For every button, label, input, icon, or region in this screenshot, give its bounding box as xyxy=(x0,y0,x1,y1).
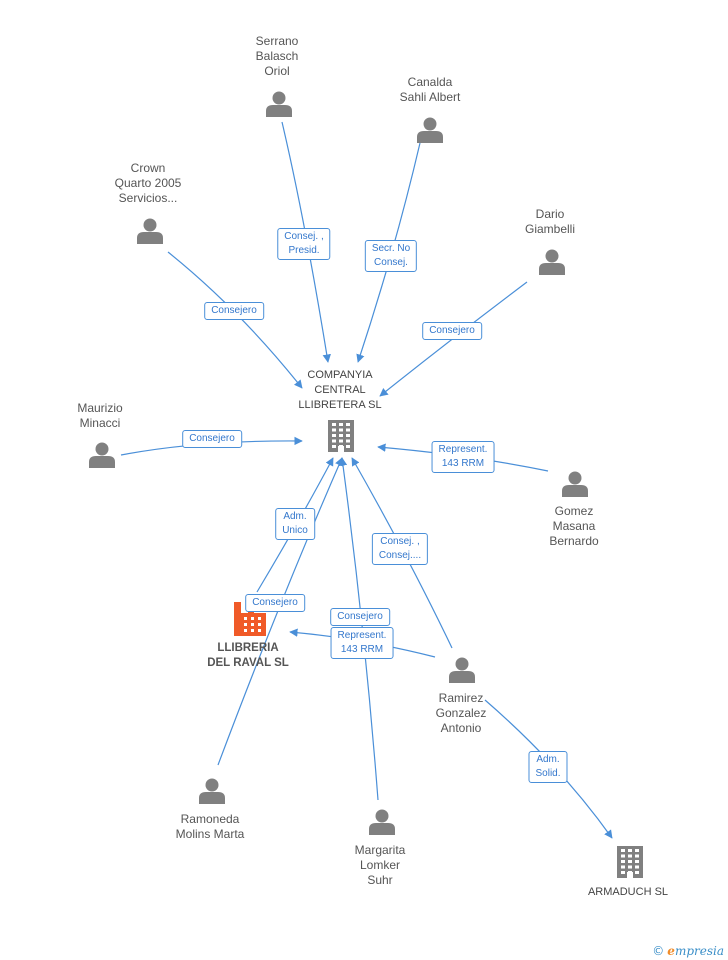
node-label-line: LLIBRETERA SL xyxy=(298,399,382,411)
edge-label-canalda-companyia[interactable]: Secr. No Consej. xyxy=(364,240,418,272)
edge-label-line: Presid. xyxy=(288,245,320,256)
node-label-margarita[interactable]: Margarita Lomker Suhr xyxy=(355,843,406,888)
person-icon[interactable] xyxy=(89,442,115,469)
icons-layer xyxy=(89,91,643,878)
node-label-serrano[interactable]: Serrano Balasch Oriol xyxy=(256,34,299,79)
node-label-line: Serrano xyxy=(255,34,299,48)
edge-label-line: Consejero xyxy=(429,325,475,336)
brand-name: mpresia xyxy=(674,944,724,958)
node-label-canalda[interactable]: Canalda Sahli Albert xyxy=(400,75,461,105)
edge-label-line: Solid. xyxy=(535,768,561,779)
node-label-line: Molins Marta xyxy=(175,827,245,841)
edge-label-ramoneda-llibreria[interactable]: Consejero xyxy=(245,594,305,612)
edge-label-line: Consej.... xyxy=(378,550,422,561)
person-icon[interactable] xyxy=(369,809,395,836)
edge-label-margarita-companyia[interactable]: Consejero xyxy=(330,608,390,626)
node-label-line: DEL RAVAL SL xyxy=(207,657,289,669)
edge-label-llibreria-companyia[interactable]: Adm. Unico xyxy=(275,508,315,540)
edge-label-line: Consejero xyxy=(252,597,298,608)
edge-label-ramirez-llibreria[interactable]: Represent. 143 RRM xyxy=(330,627,394,659)
node-label-line: Ramoneda xyxy=(180,812,240,826)
person-icon[interactable] xyxy=(562,471,588,498)
node-label-gomez[interactable]: Gomez Masana Bernardo xyxy=(549,504,598,549)
person-icon[interactable] xyxy=(199,778,225,805)
node-label-line: LLIBRERIA xyxy=(217,642,279,654)
node-label-companyia[interactable]: COMPANYIA CENTRAL LLIBRETERA SL xyxy=(298,368,381,413)
node-label-line: ARMADUCH SL xyxy=(587,886,669,898)
node-label-line: Antonio xyxy=(440,721,482,735)
node-label-line: Margarita xyxy=(354,843,406,857)
edge-label-serrano-companyia[interactable]: Consej. , Presid. xyxy=(277,228,331,260)
edge-label-line: Adm. xyxy=(283,511,307,522)
node-label-line: Masana xyxy=(552,519,596,533)
person-icon[interactable] xyxy=(539,249,565,276)
edge-label-line: Consejero xyxy=(189,433,235,444)
person-icon[interactable] xyxy=(449,657,475,684)
node-label-line: CENTRAL xyxy=(314,384,366,396)
node-label-line: COMPANYIA xyxy=(307,369,373,381)
edge-label-crown-companyia[interactable]: Consejero xyxy=(204,302,264,320)
edge-label-line: Unico xyxy=(282,525,308,536)
edge-label-ramirez-companyia[interactable]: Consej. , Consej.... xyxy=(371,533,429,565)
copyright-symbol: © xyxy=(652,944,665,958)
node-label-ramoneda[interactable]: Ramoneda Molins Marta xyxy=(176,812,245,842)
building-icon[interactable] xyxy=(617,846,643,878)
edge-label-line: Represent. xyxy=(438,444,488,455)
edge-label-line: 143 RRM xyxy=(340,644,384,655)
node-label-line: Canalda xyxy=(407,75,453,89)
node-label-line: Sahli Albert xyxy=(399,90,461,104)
edge-label-line: Consejero xyxy=(211,305,257,316)
node-label-dario[interactable]: Dario Giambelli xyxy=(525,207,575,237)
edge-label-line: Consej. xyxy=(374,257,408,268)
edge-label-line: 143 RRM xyxy=(441,458,485,469)
person-icon[interactable] xyxy=(266,91,292,118)
edge-label-maurizio-companyia[interactable]: Consejero xyxy=(182,430,242,448)
node-label-ramirez[interactable]: Ramirez Gonzalez Antonio xyxy=(436,691,487,736)
node-label-line: Gonzalez xyxy=(435,706,487,720)
node-label-maurizio[interactable]: Maurizio Minacci xyxy=(77,401,122,431)
person-icon[interactable] xyxy=(417,117,443,144)
edge-label-ramirez-armaduch[interactable]: Adm. Solid. xyxy=(528,751,568,783)
node-label-line: Suhr xyxy=(367,873,393,887)
node-label-line: Dario xyxy=(535,207,565,221)
edge-label-line: Represent. xyxy=(337,630,387,641)
node-label-line: Balasch xyxy=(255,49,299,63)
node-label-line: Quarto 2005 xyxy=(114,176,182,190)
edge-label-line: Consejero xyxy=(337,611,383,622)
node-label-line: Minacci xyxy=(79,416,121,430)
node-label-line: Ramirez xyxy=(438,691,484,705)
node-label-line: Gomez xyxy=(554,504,594,518)
brand-logo: ©empresia xyxy=(652,944,724,958)
node-label-line: Servicios... xyxy=(118,191,178,205)
node-label-line: Bernardo xyxy=(549,534,599,548)
node-label-armaduch[interactable]: ARMADUCH SL xyxy=(588,885,668,900)
brand-initial: e xyxy=(667,944,675,958)
edge-label-line: Consej. , xyxy=(284,231,324,242)
node-label-line: Crown xyxy=(130,161,166,175)
node-label-llibreria[interactable]: LLIBRERIA DEL RAVAL SL xyxy=(207,641,289,671)
edge-label-gomez-companyia[interactable]: Represent. 143 RRM xyxy=(431,441,495,473)
edge-label-line: Secr. No xyxy=(371,243,411,254)
node-label-crown[interactable]: Crown Quarto 2005 Servicios... xyxy=(115,161,182,206)
edge-crown-companyia xyxy=(167,251,303,389)
person-icon[interactable] xyxy=(137,218,163,245)
node-label-line: Lomker xyxy=(359,858,400,872)
building-icon[interactable] xyxy=(328,420,354,452)
node-label-line: Oriol xyxy=(264,64,290,78)
node-label-line: Giambelli xyxy=(524,222,576,236)
edge-label-line: Adm. xyxy=(536,754,560,765)
node-label-line: Maurizio xyxy=(77,401,123,415)
edge-label-line: Consej. , xyxy=(380,536,420,547)
edge-label-dario-companyia[interactable]: Consejero xyxy=(422,322,482,340)
